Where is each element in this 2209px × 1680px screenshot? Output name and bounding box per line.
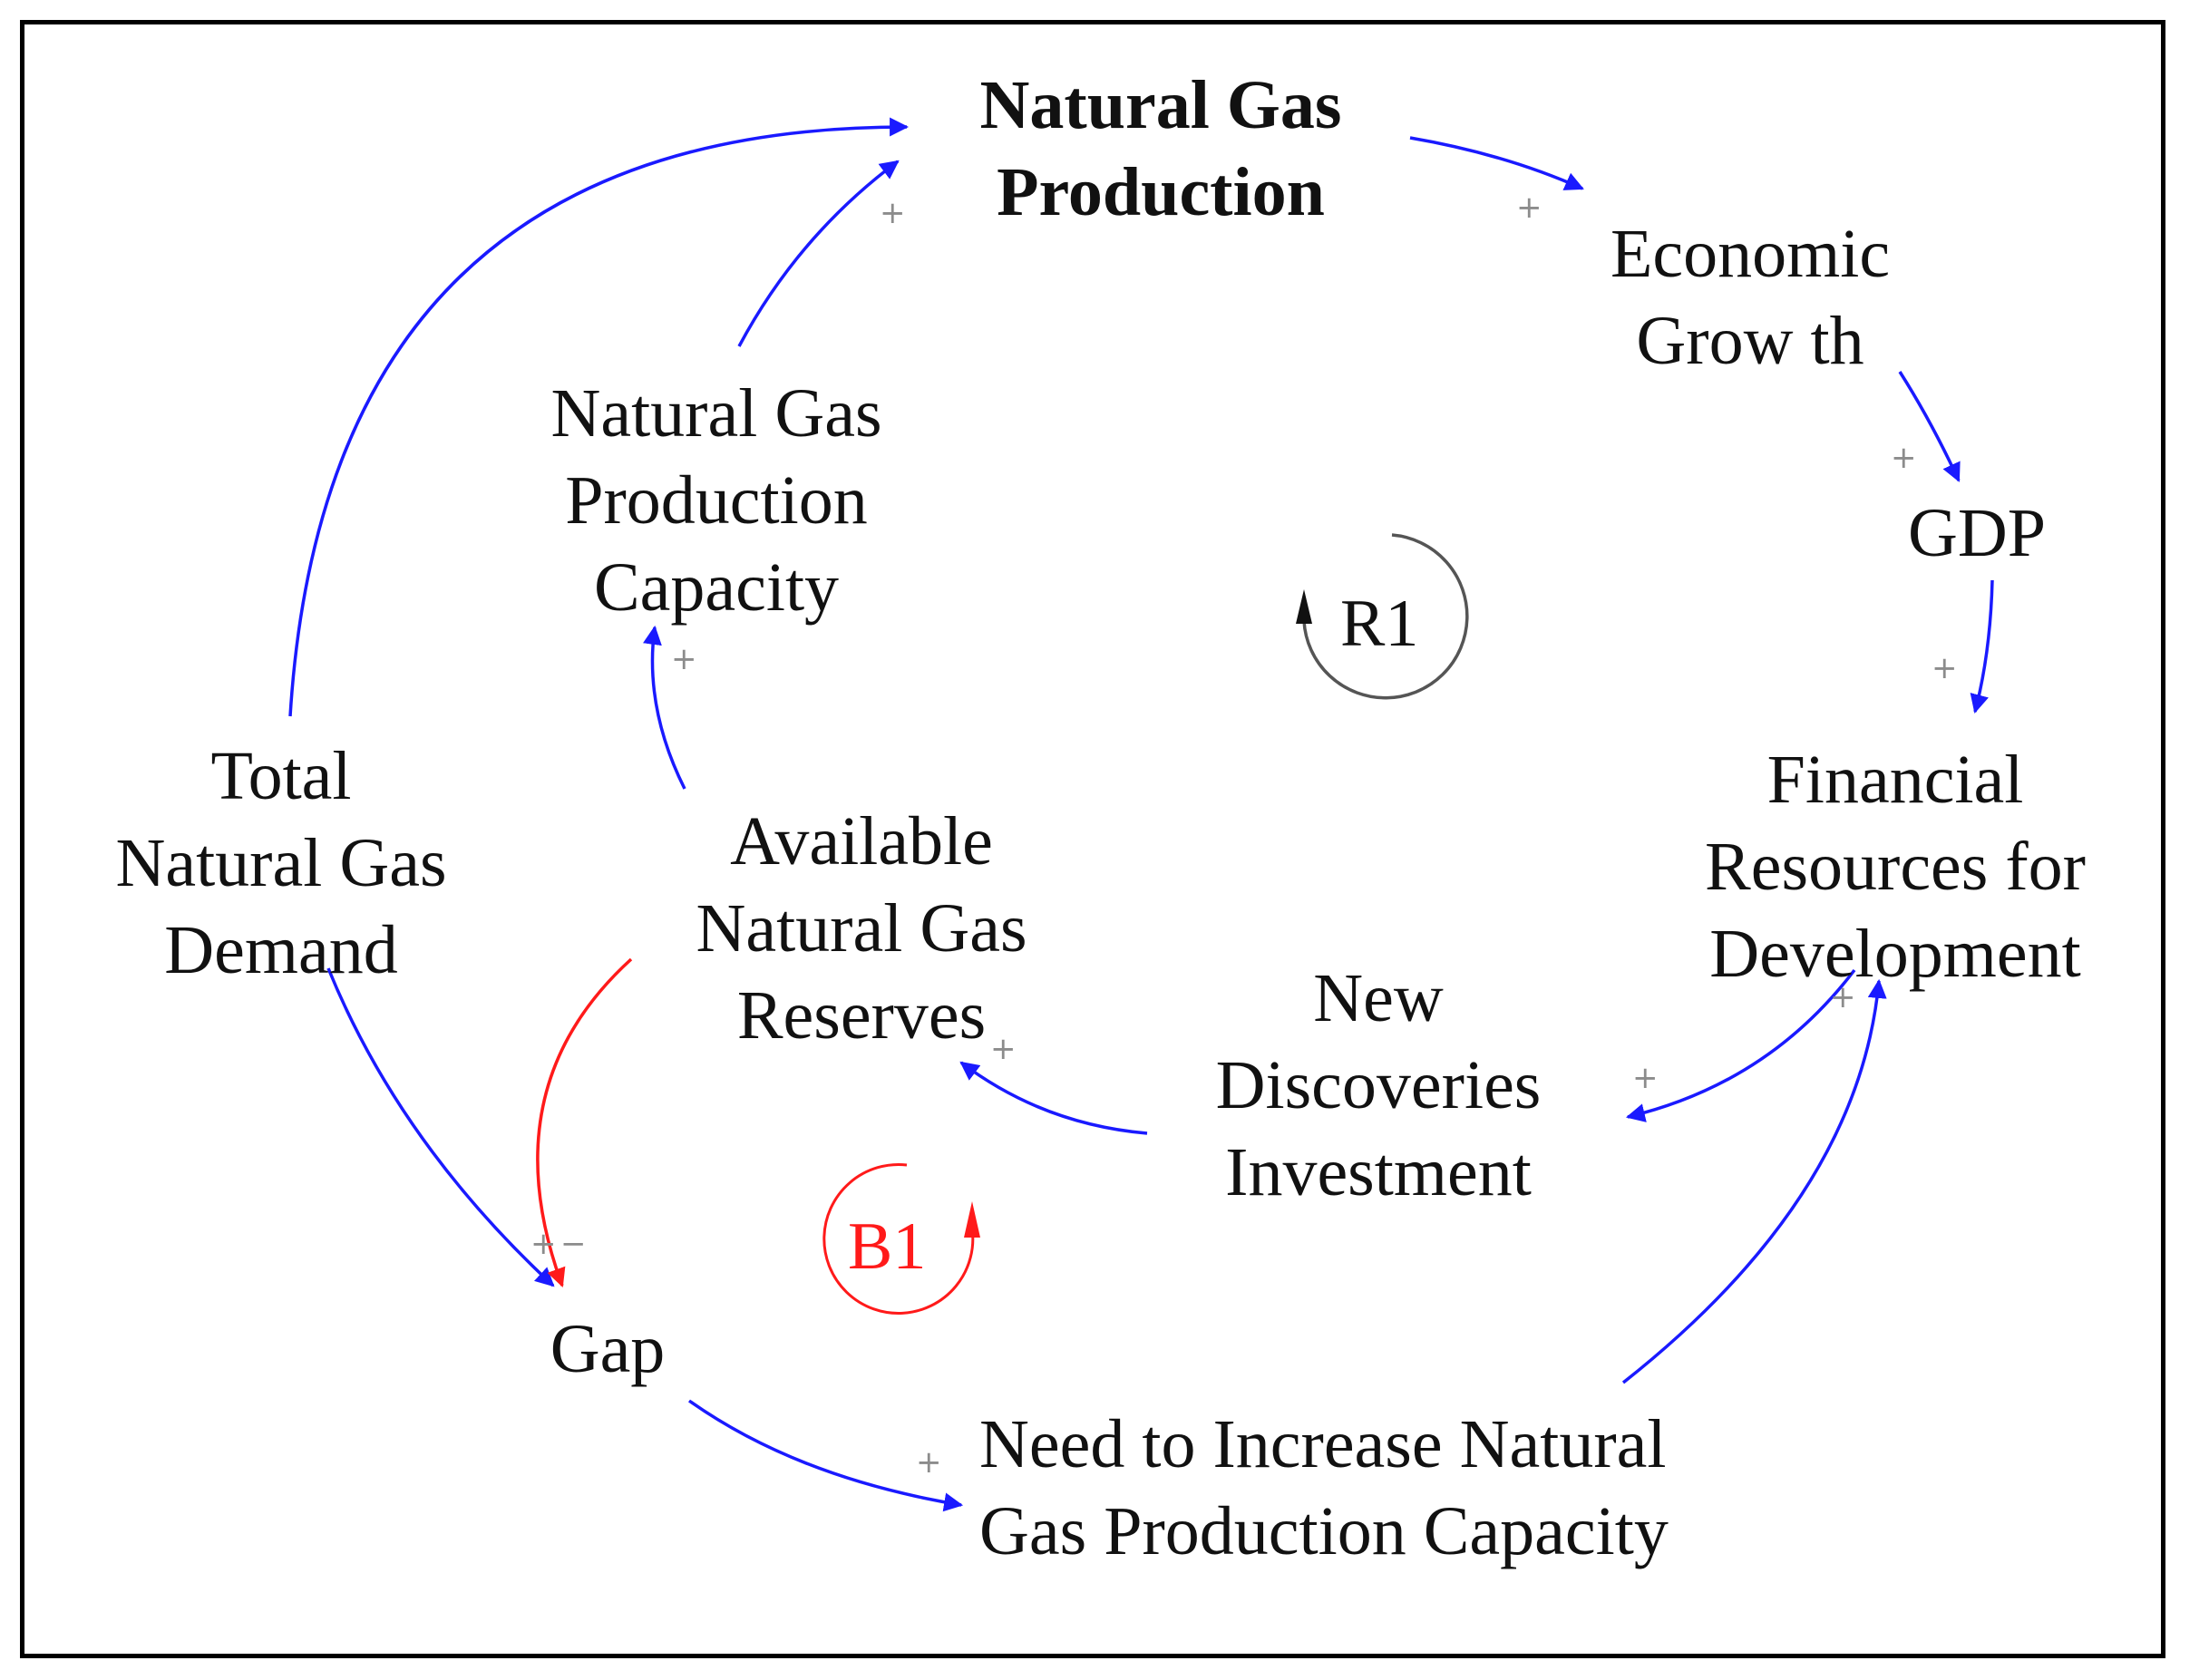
polarity-plus-sign: + bbox=[1516, 189, 1542, 226]
link-new-discoveries-to-reserves bbox=[959, 1061, 1148, 1135]
link-production-capacity-to-production bbox=[737, 160, 900, 347]
link-economic-growth-to-gdp bbox=[1898, 371, 1961, 482]
node-line: Available bbox=[730, 803, 993, 879]
node-line: Natural Gas bbox=[115, 825, 447, 901]
link-reserves-to-gap bbox=[536, 957, 633, 1287]
polarity-plus-sign: + bbox=[1830, 979, 1856, 1015]
node-line: Total bbox=[210, 738, 352, 814]
link-gdp-to-financial-resources bbox=[1970, 579, 1994, 714]
b1-loop-label: B1 bbox=[848, 1209, 927, 1284]
node-line: Economic bbox=[1610, 216, 1891, 292]
link-production-to-economic-growth bbox=[1409, 136, 1584, 190]
node-line: New bbox=[1313, 960, 1444, 1036]
node-line: Gap bbox=[550, 1311, 666, 1387]
r1-loop-circle bbox=[1302, 533, 1469, 700]
r1-loop-arrowhead bbox=[1296, 589, 1312, 624]
b1-loop-circle bbox=[822, 1163, 975, 1315]
link-need-to-financial-resources bbox=[1621, 978, 1887, 1384]
node-line: Production bbox=[997, 154, 1325, 230]
node-line: Natural Gas bbox=[550, 375, 882, 452]
node-line: Discoveries bbox=[1215, 1047, 1542, 1123]
node-line: Need to Increase Natural bbox=[979, 1406, 1667, 1482]
node-line: Natural Gas bbox=[696, 890, 1027, 966]
polarity-plus-sign: + bbox=[880, 195, 906, 231]
polarity-minus-sign: − bbox=[560, 1226, 587, 1262]
node-new-discoveries-investment: New Discoveries Investment bbox=[1134, 955, 1623, 1216]
link-reserves-to-production-capacity bbox=[643, 625, 686, 790]
node-line: Grow th bbox=[1636, 303, 1864, 379]
b1-loop-arrowhead bbox=[964, 1201, 980, 1238]
polarity-plus-sign: + bbox=[671, 641, 697, 677]
node-line: Gas Production Capacity bbox=[979, 1493, 1669, 1569]
node-natural-gas-production: Natural Gas Production bbox=[907, 62, 1415, 236]
link-demand-to-production bbox=[288, 117, 910, 717]
diagram-frame bbox=[20, 20, 2165, 1658]
node-line: Natural Gas bbox=[979, 67, 1342, 143]
node-financial-resources: Financial Resources for Development bbox=[1623, 736, 2167, 997]
node-production-capacity: Natural Gas Production Capacity bbox=[472, 370, 961, 631]
polarity-plus-sign: + bbox=[990, 1031, 1017, 1067]
node-need-to-increase: Need to Increase Natural Gas Production … bbox=[979, 1401, 1886, 1575]
node-available-reserves: Available Natural Gas Reserves bbox=[617, 798, 1106, 1059]
node-line: Demand bbox=[164, 912, 398, 988]
polarity-plus-sign: + bbox=[1932, 650, 1958, 686]
node-line: Reserves bbox=[736, 977, 987, 1054]
node-line: Resources for bbox=[1705, 829, 2086, 905]
node-line: GDP bbox=[1907, 495, 2047, 571]
node-line: Development bbox=[1709, 916, 2081, 992]
node-line: Financial bbox=[1766, 742, 2024, 818]
link-gap-to-need bbox=[687, 1399, 964, 1512]
node-gdp: GDP bbox=[1859, 490, 2095, 577]
node-line: Investment bbox=[1225, 1134, 1532, 1210]
node-gap: Gap bbox=[499, 1306, 716, 1393]
polarity-plus-sign: + bbox=[1632, 1060, 1659, 1096]
node-total-demand: Total Natural Gas Demand bbox=[45, 733, 517, 994]
node-line: Production bbox=[565, 462, 868, 539]
link-demand-to-gap bbox=[326, 967, 555, 1287]
polarity-plus-sign: + bbox=[1891, 440, 1917, 476]
node-economic-growth: Economic Grow th bbox=[1542, 210, 1959, 384]
node-line: Capacity bbox=[593, 549, 840, 626]
polarity-plus-sign: + bbox=[530, 1226, 557, 1262]
polarity-plus-sign: + bbox=[916, 1444, 942, 1481]
link-financial-resources-to-new-discoveries bbox=[1625, 968, 1856, 1122]
r1-loop-label: R1 bbox=[1340, 587, 1419, 661]
